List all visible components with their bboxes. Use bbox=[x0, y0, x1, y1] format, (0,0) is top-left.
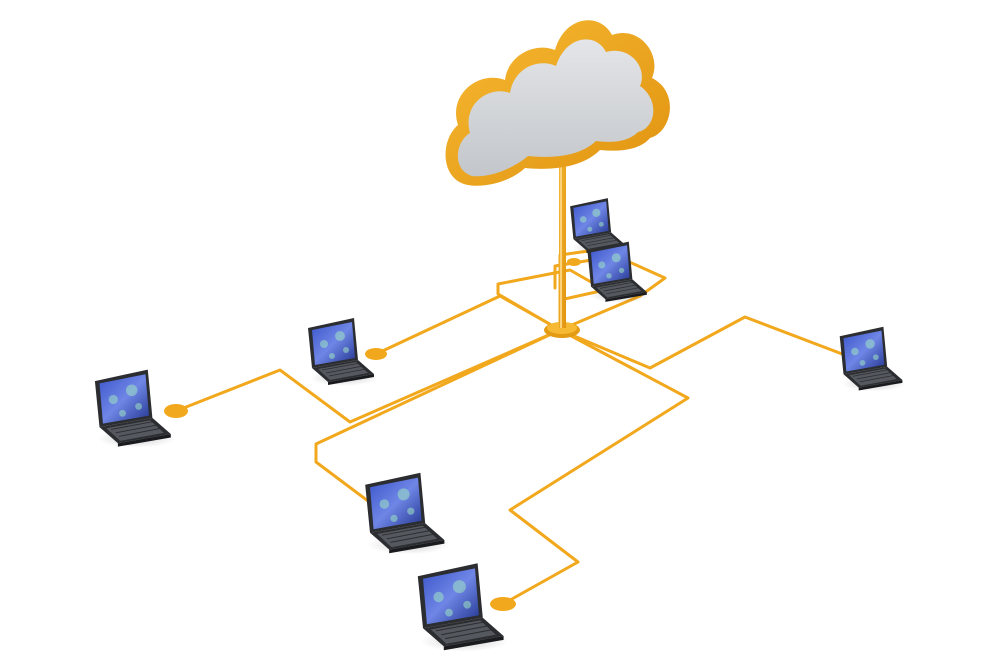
cable-to-laptop-bottom bbox=[501, 328, 690, 606]
laptop-icon bbox=[364, 472, 450, 556]
cable-connectors bbox=[164, 245, 621, 611]
cloud-icon bbox=[445, 20, 670, 186]
laptop-icon bbox=[586, 241, 651, 304]
cable-to-laptop-far-left bbox=[174, 328, 562, 424]
cable-connector-icon bbox=[164, 404, 188, 418]
cloud-pole-highlight bbox=[560, 150, 562, 328]
laptops bbox=[94, 197, 907, 653]
cable-to-laptop-left-middle bbox=[374, 294, 562, 356]
cable-connector-icon bbox=[567, 258, 581, 266]
laptop-icon bbox=[839, 326, 907, 392]
cloud-pole bbox=[559, 150, 566, 328]
cable-connector-icon bbox=[490, 597, 516, 611]
cloud-face bbox=[457, 39, 654, 177]
cable-to-laptop-lower-left bbox=[314, 328, 562, 512]
network-cables bbox=[174, 246, 860, 606]
laptop-icon bbox=[94, 369, 176, 449]
cable-connector-icon bbox=[365, 348, 387, 360]
cable-loop-box bbox=[496, 268, 607, 332]
cable-to-laptop-far-right bbox=[558, 315, 860, 370]
